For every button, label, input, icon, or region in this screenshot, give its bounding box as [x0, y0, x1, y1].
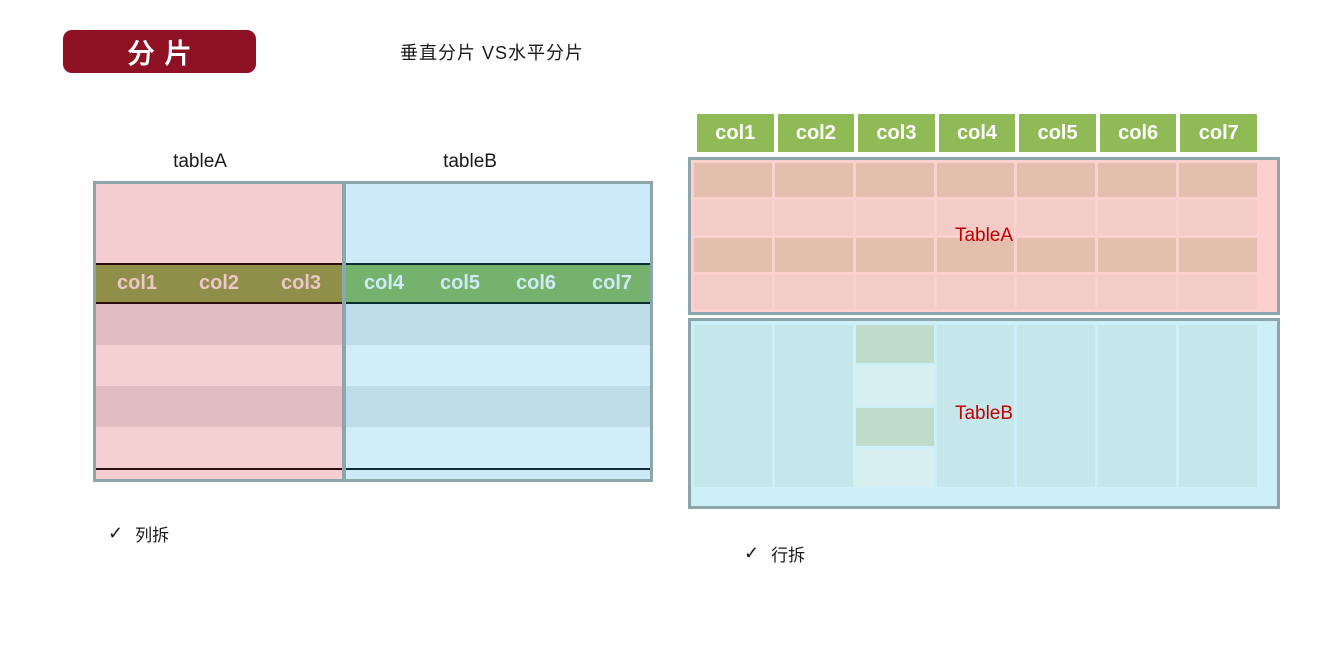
- table-a-bottom-band: [96, 470, 342, 479]
- table-a-cell: [855, 200, 934, 235]
- column-header-cell: col4: [363, 272, 405, 294]
- column-header-cell: col5: [1019, 114, 1096, 152]
- table-b-highlight-cell: [855, 366, 934, 405]
- table-b-bottom-band: [346, 470, 650, 479]
- table-a-cell: [1179, 200, 1257, 235]
- table-a-cell: [1179, 237, 1257, 272]
- table-a-cell: [855, 163, 934, 198]
- table-b-highlight-cell: [855, 325, 934, 364]
- column-header-cell: col2: [777, 114, 855, 152]
- table-a-cell: [694, 274, 772, 309]
- table-b-column: [1179, 325, 1257, 487]
- column-header-cell: col6: [515, 272, 557, 294]
- table-b-row: [346, 304, 650, 345]
- table-a-cell: [1179, 163, 1257, 198]
- divider-line: [96, 468, 342, 470]
- table-a-cell: [1179, 274, 1257, 309]
- table-a-cell: [694, 200, 772, 235]
- table-a-grid: [694, 163, 1257, 309]
- table-b-top-band: [346, 184, 650, 263]
- table-b-label: tableB: [443, 151, 497, 172]
- slide-subtitle: 垂直分片 VS水平分片: [400, 43, 585, 63]
- table-a-cell: [936, 163, 1015, 198]
- table-a-cell: [855, 274, 934, 309]
- column-header-cell: col7: [591, 272, 633, 294]
- table-b-column: [1098, 325, 1177, 487]
- divider-line: [96, 263, 342, 265]
- table-a-cell: [694, 237, 772, 272]
- title-badge: 分片: [63, 30, 256, 73]
- table-b-column: [936, 325, 1015, 487]
- table-a-cell: [1098, 200, 1177, 235]
- column-header-cell: col4: [938, 114, 1016, 152]
- table-a-cell: [1017, 200, 1096, 235]
- table-b-column: [774, 325, 853, 487]
- checkmark-icon: ✓: [108, 523, 124, 543]
- caption-text: 行拆: [771, 546, 806, 565]
- column-header-cell: col5: [439, 272, 481, 294]
- vertical-split-divider: [342, 184, 346, 479]
- table-a-cell: [774, 163, 853, 198]
- table-a-cell: [936, 274, 1015, 309]
- table-b-highlight-cell: [855, 448, 934, 487]
- table-a-panel: col1 col2 col3: [96, 184, 342, 479]
- checkmark-icon: ✓: [744, 543, 760, 563]
- table-a-top-band: [96, 184, 342, 263]
- column-header-cell: col1: [697, 114, 774, 152]
- table-a-cell: [774, 274, 853, 309]
- table-a-header-strip: col1 col2 col3: [96, 265, 342, 302]
- table-b-panel: col4 col5 col6 col7: [346, 184, 650, 479]
- column-header-cell: col6: [1099, 114, 1177, 152]
- table-b-header-strip: col4 col5 col6 col7: [346, 265, 650, 302]
- table-a-cell: [855, 237, 934, 272]
- horizontal-table-a-box: TableA: [688, 157, 1280, 315]
- table-b-row: [346, 386, 650, 427]
- row-split-caption: ✓ 行拆: [744, 541, 805, 566]
- table-b-column: [694, 325, 772, 487]
- column-header-cell: col2: [198, 272, 240, 294]
- table-a-cell: [1017, 274, 1096, 309]
- table-a-cell: [694, 163, 772, 198]
- vertical-sharding-diagram: col1 col2 col3 col4 col5 col6 col7: [93, 181, 653, 482]
- divider-line: [346, 263, 650, 265]
- table-b-row: [346, 427, 650, 468]
- table-a-cell: [1098, 163, 1177, 198]
- table-a-cell: [936, 237, 1015, 272]
- table-b-highlight-column: [855, 325, 934, 487]
- table-a-cell: [936, 200, 1015, 235]
- divider-line: [96, 302, 342, 304]
- table-b-row: [346, 345, 650, 386]
- horizontal-table-b-box: TableB: [688, 318, 1280, 509]
- table-b-column: [1017, 325, 1096, 487]
- column-header-cell: col3: [858, 114, 935, 152]
- divider-line: [346, 302, 650, 304]
- column-header-cell: col3: [280, 272, 322, 294]
- column-header-cell: col1: [116, 272, 158, 294]
- table-b-columns: [694, 325, 1257, 487]
- divider-line: [346, 468, 650, 470]
- table-a-cell: [1098, 274, 1177, 309]
- caption-text: 列拆: [135, 526, 170, 545]
- table-a-cell: [1098, 237, 1177, 272]
- table-a-row: [96, 345, 342, 386]
- table-a-cell: [774, 237, 853, 272]
- table-a-cell: [1017, 163, 1096, 198]
- column-split-caption: ✓ 列拆: [108, 521, 169, 546]
- table-a-cell: [774, 200, 853, 235]
- table-a-row: [96, 304, 342, 345]
- table-a-row: [96, 386, 342, 427]
- table-a-row: [96, 427, 342, 468]
- table-a-cell: [1017, 237, 1096, 272]
- column-header-cell: col7: [1180, 114, 1258, 152]
- table-b-highlight-cell: [855, 407, 934, 446]
- table-a-label: tableA: [173, 151, 227, 172]
